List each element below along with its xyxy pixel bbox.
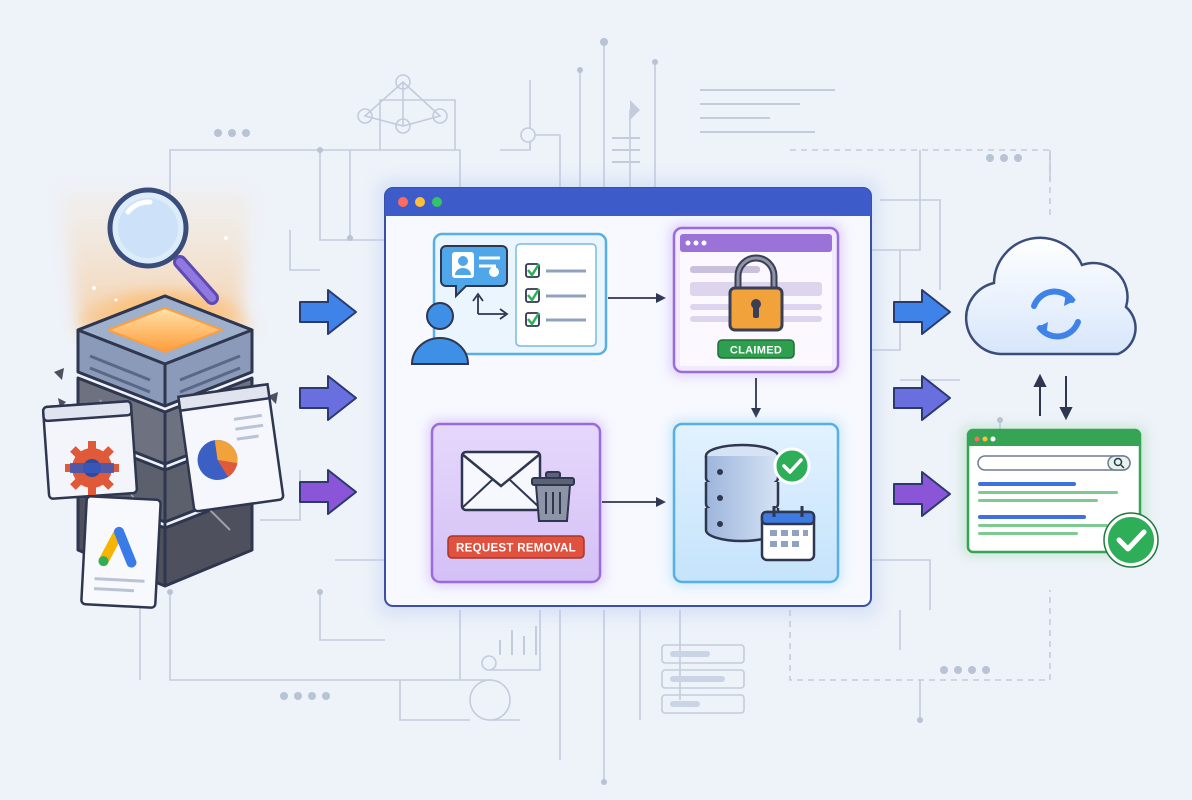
gear-icon: [65, 441, 119, 495]
arrow-top-right: [893, 289, 951, 335]
database-check-icon: [773, 447, 811, 485]
claimed-badge: [717, 339, 795, 359]
flag-decor: [630, 100, 640, 120]
request-removal-badge: [447, 535, 585, 559]
envelope-icon: [460, 450, 542, 512]
checklist-icon: [525, 263, 586, 327]
server-stack-group: [41, 187, 285, 609]
sync-arrows: [1033, 373, 1073, 421]
search-results-window: [962, 426, 1146, 556]
database-card: [670, 420, 842, 586]
flow-arrow-2-4: [751, 378, 761, 418]
ad-logo-icon: [93, 526, 145, 593]
identity-card: [410, 232, 608, 365]
claimed-badge-label: CLAIMED: [730, 345, 782, 357]
database-icon: [704, 443, 780, 543]
cloud-sync-icon: [964, 236, 1137, 356]
arrow-mid-left: [299, 375, 357, 421]
circuit-background: [139, 40, 1051, 780]
magnifier-icon: [107, 187, 219, 305]
server-top: [76, 294, 254, 408]
text-line-decor: [499, 89, 835, 655]
flow-arrow-3-4: [602, 497, 666, 507]
trash-icon: [531, 471, 575, 522]
arrow-bottom-right: [893, 471, 951, 517]
request-removal-badge-label: REQUEST REMOVAL: [456, 543, 576, 555]
search-bar-icon: [977, 455, 1131, 471]
ad-card: [80, 495, 162, 609]
sparkle-decor: [92, 236, 228, 302]
right-flow-arrows: [893, 289, 951, 517]
claimed-card: CLAIMED: [670, 224, 842, 376]
node-graph-decor: [363, 80, 442, 127]
arrow-top-left: [299, 289, 357, 335]
lock-icon: [728, 254, 784, 332]
pie-chart-icon: [197, 439, 238, 480]
id-badge-icon: [440, 245, 508, 299]
pie-card: [176, 382, 285, 513]
request-removal-card: REQUEST REMOVAL: [428, 420, 604, 586]
arrow-bottom-left: [299, 469, 357, 515]
arrow-mid-right: [893, 375, 951, 421]
bar-list-decor: [661, 644, 745, 714]
user-icon: [410, 302, 470, 365]
bar-list-fill: [670, 651, 725, 707]
flow-arrow-1-2: [608, 293, 666, 303]
check-badge-icon: [1103, 512, 1159, 568]
gear-card: [41, 400, 139, 500]
left-flow-arrows: [299, 289, 357, 515]
calendar-icon: [760, 506, 816, 562]
connector-arrow: [472, 292, 509, 320]
